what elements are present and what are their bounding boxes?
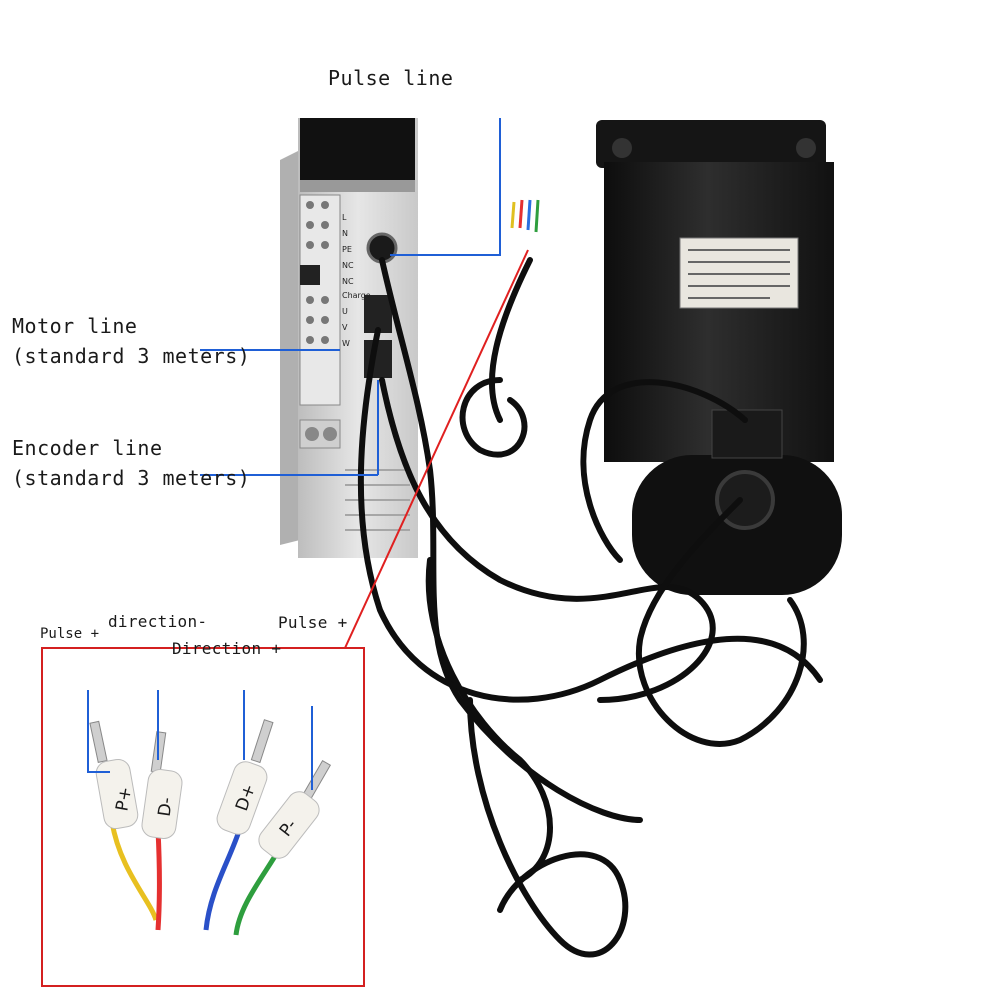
direction-minus-label: direction- xyxy=(108,612,208,631)
motor-line-label: Motor line xyxy=(12,314,138,338)
sleeve-p-plus xyxy=(95,758,139,830)
driver-terminal-label: U xyxy=(342,307,348,316)
sleeve-d-plus xyxy=(216,761,268,835)
driver-display-panel xyxy=(300,118,415,183)
driver-terminal-label: W xyxy=(342,339,350,348)
pulse-plus-left-label: Pulse + xyxy=(40,626,100,642)
loose-wire-tips xyxy=(510,199,540,233)
driver-terminal-label: V xyxy=(342,323,348,332)
driver-terminal-label: Charge xyxy=(342,291,371,300)
servo-driver: L N PE NC NC Charge U V W xyxy=(280,118,418,558)
encoder-line-label: Encoder line xyxy=(12,436,163,460)
pulse-plus-right-label: Pulse + xyxy=(278,613,348,632)
cable-bundle xyxy=(357,257,823,958)
pulse-line-label: Pulse line xyxy=(328,66,454,90)
encoder-line-length: (standard 3 meters) xyxy=(12,466,251,490)
driver-terminal-label: NC xyxy=(342,277,354,286)
servo-motor xyxy=(596,120,842,595)
driver-terminal-label: N xyxy=(342,229,348,238)
sleeve-d-minus xyxy=(141,769,183,839)
driver-terminal-label: NC xyxy=(342,261,354,270)
callout-lines xyxy=(200,118,501,476)
sleeve-p-minus xyxy=(258,791,320,859)
wire-closeup-inset: P+ D- D+ P- xyxy=(41,647,365,987)
driver-terminal-label: PE xyxy=(342,245,352,254)
motor-line-length: (standard 3 meters) xyxy=(12,344,251,368)
motor-encoder-connector xyxy=(715,470,775,530)
driver-terminal-labels: L N PE NC NC Charge U V W xyxy=(342,213,371,348)
pulse-line-callout xyxy=(390,118,501,256)
svg-text:P+: P+ xyxy=(112,785,136,813)
motor-power-connector xyxy=(711,409,783,459)
direction-plus-label: Direction + xyxy=(172,639,282,658)
inset-pointer-line xyxy=(344,249,529,649)
driver-terminal-label: L xyxy=(342,213,347,222)
svg-text:D-: D- xyxy=(155,796,177,818)
